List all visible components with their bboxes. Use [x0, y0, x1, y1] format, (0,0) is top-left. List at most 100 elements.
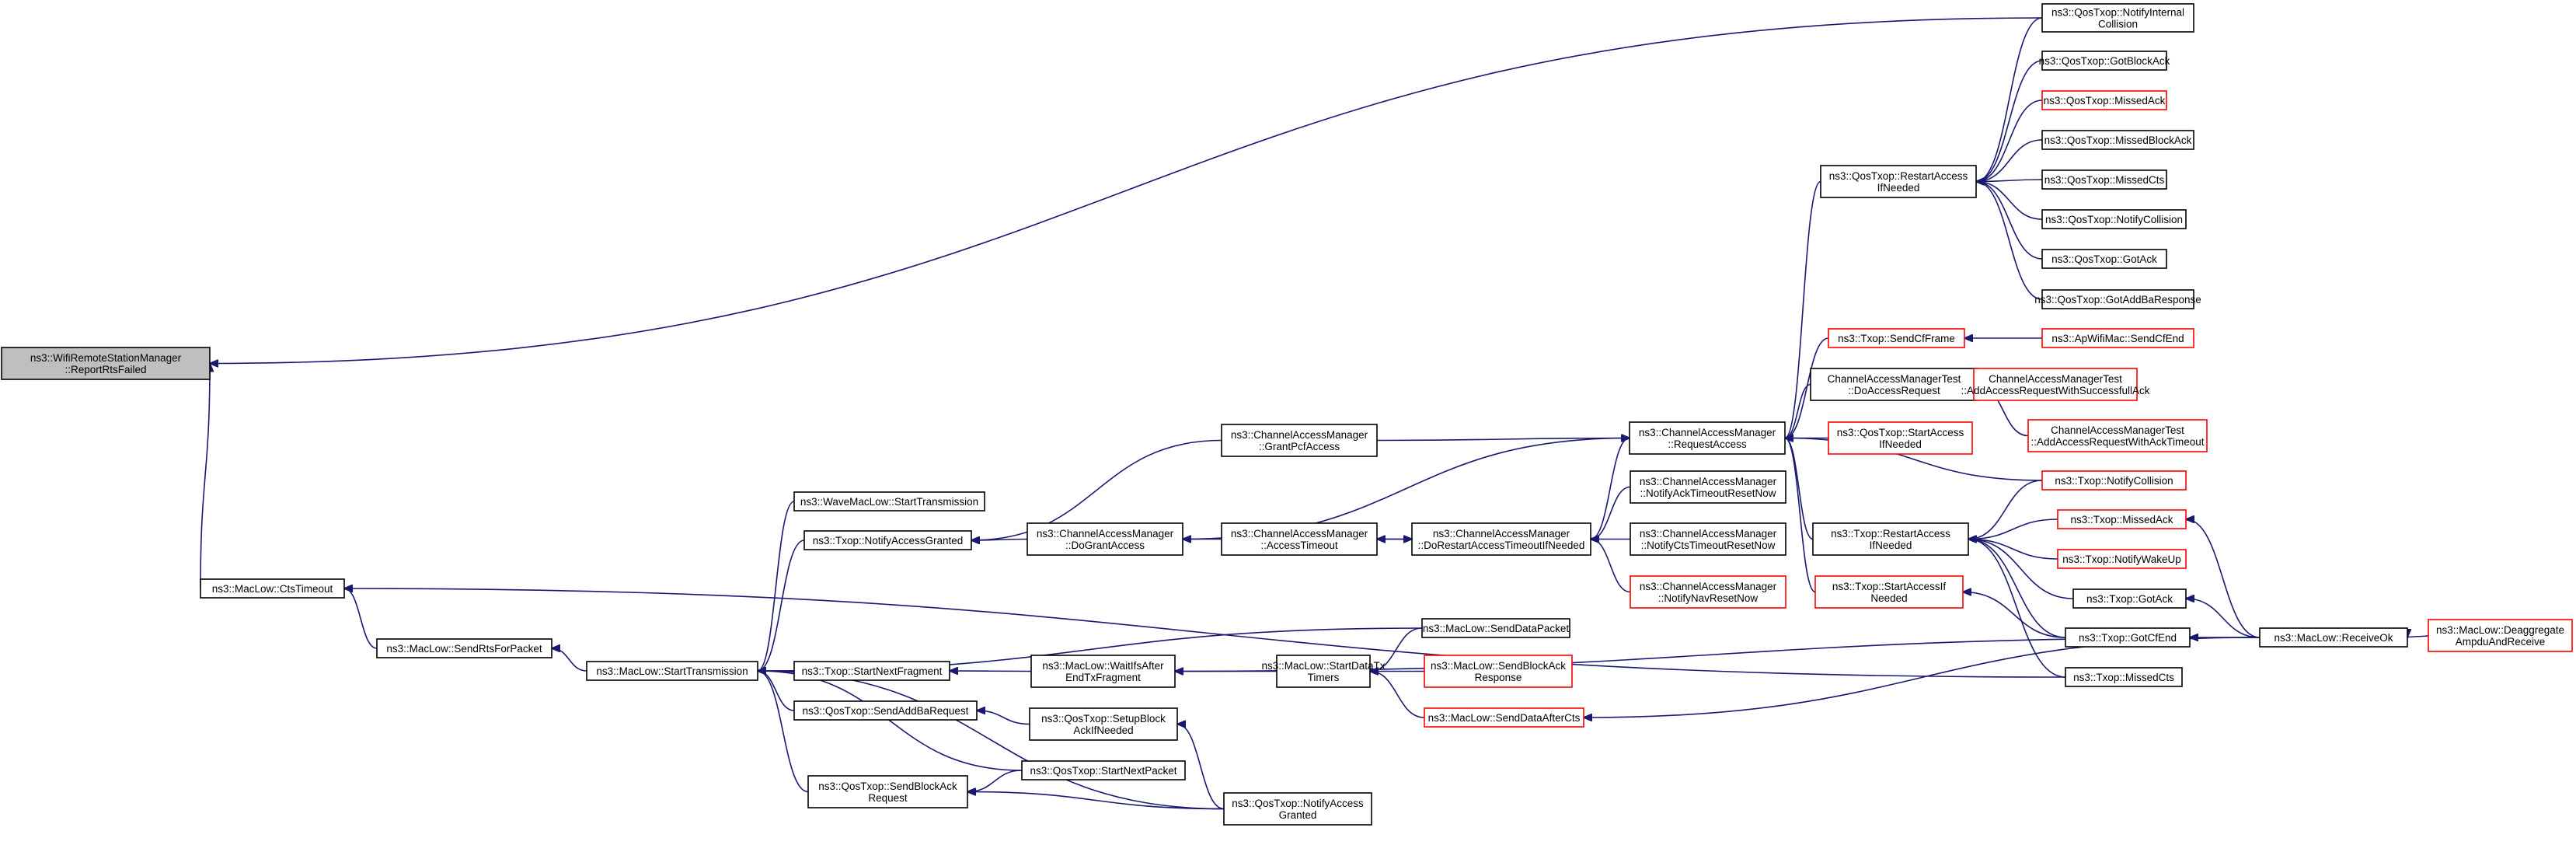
- node-label-line: ::ReportRtsFailed: [64, 364, 146, 375]
- node-box: [2041, 249, 2167, 269]
- node-ns3-txop-gotack[interactable]: ns3::Txop::GotAck: [2072, 588, 2187, 609]
- node-label-line: IfNeeded: [1877, 182, 1920, 194]
- node-box: [2065, 627, 2191, 648]
- node-ns3-channelaccessmanager-notifyctstimeoutresetnow[interactable]: ns3::ChannelAccessManager::NotifyCtsTime…: [1630, 522, 1786, 556]
- edge-n16-to-n22: [971, 439, 1222, 541]
- node-box: [1021, 760, 1186, 780]
- node-label-line: ns3::ApWifiMac::SendCfEnd: [2051, 333, 2184, 344]
- node-ns3-qostxop-notifyaccess-granted[interactable]: ns3::QosTxop::NotifyAccessGranted: [1223, 792, 1372, 826]
- node-ns3-qostxop-missedack[interactable]: ns3::QosTxop::MissedAck: [2041, 90, 2167, 110]
- node-channelaccessmanagertest-addaccessrequestwithsuccessfullack[interactable]: ChannelAccessManagerTest::AddAccessReque…: [1961, 368, 2150, 401]
- node-box: [586, 661, 758, 681]
- node-box: [1030, 655, 1176, 688]
- node-box: [2041, 90, 2167, 110]
- node-ns3-maclow-starttransmission[interactable]: ns3::MacLow::StartTransmission: [586, 661, 758, 681]
- node-box: [1810, 368, 1978, 401]
- node-ns3-maclow-senddatapacket[interactable]: ns3::MacLow::SendDataPacket: [1421, 618, 1570, 638]
- node-ns3-channelaccessmanager-dograntaccess[interactable]: ns3::ChannelAccessManager::DoGrantAccess: [1027, 522, 1183, 556]
- node-ns3-maclow-receiveok[interactable]: ns3::MacLow::ReceiveOk: [2259, 627, 2408, 648]
- node-box: [1973, 368, 2138, 401]
- node-label-line: ns3::Txop::NotifyWakeUp: [2062, 553, 2181, 565]
- node-label-line: ::GrantPcfAccess: [1259, 441, 1340, 452]
- node-label-line: ns3::QosTxop::MissedBlockAck: [2044, 134, 2192, 146]
- node-ns3-qostxop-startnextpacket[interactable]: ns3::QosTxop::StartNextPacket: [1021, 760, 1186, 780]
- node-box: [1812, 522, 1969, 556]
- node-ns3-channelaccessmanager-notifyacktimeoutresetnow[interactable]: ns3::ChannelAccessManager::NotifyAckTime…: [1630, 470, 1786, 504]
- node-box: [1221, 424, 1378, 457]
- node-label-line: ::NotifyAckTimeoutResetNow: [1640, 487, 1776, 499]
- node-ns3-txop-sendcfframe[interactable]: ns3::Txop::SendCfFrame: [1828, 328, 1965, 348]
- node-label-line: ns3::Txop::SendCfFrame: [1838, 333, 1955, 344]
- node-label-line: ::DoGrantAccess: [1065, 540, 1145, 551]
- node-ns3-txop-startnextfragment[interactable]: ns3::Txop::StartNextFragment: [793, 661, 950, 681]
- node-channelaccessmanagertest-addaccessrequestwithacktimeout[interactable]: ChannelAccessManagerTest::AddAccessReque…: [2027, 419, 2208, 452]
- node-box: [1630, 522, 1786, 556]
- node-label-line: EndTxFragment: [1065, 672, 1141, 683]
- node-ns3-qostxop-notifycollision[interactable]: ns3::QosTxop::NotifyCollision: [2041, 209, 2187, 229]
- node-ns3-channelaccessmanager-requestaccess[interactable]: ns3::ChannelAccessManager::RequestAccess: [1629, 421, 1786, 455]
- node-ns3-qostxop-gotblockack[interactable]: ns3::QosTxop::GotBlockAck: [2039, 51, 2170, 71]
- node-label-line: ns3::QosTxop::RestartAccess: [1829, 170, 1968, 182]
- node-ns3-txop-missedcts[interactable]: ns3::Txop::MissedCts: [2065, 667, 2183, 687]
- node-ns3-channelaccessmanager-accesstimeout[interactable]: ns3::ChannelAccessManager::AccessTimeout: [1221, 522, 1378, 556]
- node-box: [1424, 655, 1573, 688]
- edge-n1-to-n0: [200, 364, 210, 589]
- node-ns3-txop-missedack[interactable]: ns3::Txop::MissedAck: [2057, 509, 2187, 529]
- node-label-line: ::AddAccessRequestWithAckTimeout: [2030, 436, 2204, 448]
- node-ns3-apwifimac-sendcfend[interactable]: ns3::ApWifiMac::SendCfEnd: [2041, 328, 2194, 348]
- edge-n25-to-n17: [1590, 438, 1630, 540]
- edge-n32-to-n28: [1968, 540, 2074, 599]
- edge-n49-to-n46: [1177, 725, 1225, 810]
- node-ns3-txop-notifyaccessgranted[interactable]: ns3::Txop::NotifyAccessGranted: [803, 530, 972, 550]
- node-ns3-qostxop-sendaddbarequest[interactable]: ns3::QosTxop::SendAddBaRequest: [793, 700, 978, 721]
- node-label-line: ns3::MacLow::WaitIfsAfter: [1042, 660, 1164, 672]
- node-box: [1421, 618, 1570, 638]
- node-label-line: ns3::QosTxop::MissedAck: [2044, 95, 2166, 107]
- node-ns3-maclow-senddataaftercts[interactable]: ns3::MacLow::SendDataAfterCts: [1424, 707, 1584, 728]
- node-ns3-channelaccessmanager-grantpcfaccess[interactable]: ns3::ChannelAccessManager::GrantPcfAcces…: [1221, 424, 1378, 457]
- node-channelaccessmanagertest-doaccessrequest[interactable]: ChannelAccessManagerTest::DoAccessReques…: [1810, 368, 1978, 401]
- node-ns3-txop-gotcfend[interactable]: ns3::Txop::GotCfEnd: [2065, 627, 2191, 648]
- node-ns3-qostxop-missedcts[interactable]: ns3::QosTxop::MissedCts: [2041, 169, 2167, 190]
- node-ns3-channelaccessmanager-dorestartaccesstimeoutifneeded[interactable]: ns3::ChannelAccessManager::DoRestartAcce…: [1411, 522, 1591, 556]
- node-label-line: ChannelAccessManagerTest: [1989, 373, 2122, 385]
- node-ns3-qostxop-gotack[interactable]: ns3::QosTxop::GotAck: [2041, 249, 2167, 269]
- node-box: [2428, 619, 2573, 652]
- node-label-line: ns3::Txop::RestartAccess: [1831, 528, 1950, 540]
- edge-n36-to-n35: [2407, 636, 2429, 638]
- node-label-line: ns3::ChannelAccessManager: [1231, 429, 1368, 441]
- node-label-line: ns3::QosTxop::SendAddBaRequest: [803, 705, 969, 717]
- node-box: [1221, 522, 1378, 556]
- node-ns3-maclow-sendrtsforpacket[interactable]: ns3::MacLow::SendRtsForPacket: [376, 638, 552, 658]
- node-ns3-wifiremotestationmanager-reportrtsfailed[interactable]: ns3::WifiRemoteStationManager::ReportRts…: [1, 347, 211, 380]
- node-box: [793, 700, 978, 721]
- node-label-line: ns3::Txop::MissedCts: [2073, 672, 2174, 683]
- node-box: [200, 578, 345, 599]
- node-ns3-qostxop-missedblockack[interactable]: ns3::QosTxop::MissedBlockAck: [2041, 130, 2194, 150]
- node-ns3-txop-notifywakeup[interactable]: ns3::Txop::NotifyWakeUp: [2057, 549, 2187, 569]
- edge-n37-to-n1: [344, 588, 378, 649]
- node-ns3-channelaccessmanager-notifynavresetnow[interactable]: ns3::ChannelAccessManager::NotifyNavRese…: [1630, 575, 1786, 609]
- node-ns3-txop-notifycollision[interactable]: ns3::Txop::NotifyCollision: [2041, 470, 2187, 491]
- node-box: [793, 491, 985, 512]
- node-ns3-wavemaclow-starttransmission[interactable]: ns3::WaveMacLow::StartTransmission: [793, 491, 985, 512]
- node-box: [1411, 522, 1591, 556]
- node-ns3-qostxop-gotaddbaresponse[interactable]: ns3::QosTxop::GotAddBaResponse: [2034, 289, 2201, 309]
- node-box: [2041, 130, 2194, 150]
- node-ns3-maclow-ctstimeout[interactable]: ns3::MacLow::CtsTimeout: [200, 578, 345, 599]
- node-box: [2027, 419, 2208, 452]
- edge-n29-to-n28: [1968, 519, 2058, 540]
- node-label-line: ns3::ChannelAccessManager: [1640, 476, 1777, 487]
- node-label-line: ns3::QosTxop::StartNextPacket: [1030, 765, 1176, 777]
